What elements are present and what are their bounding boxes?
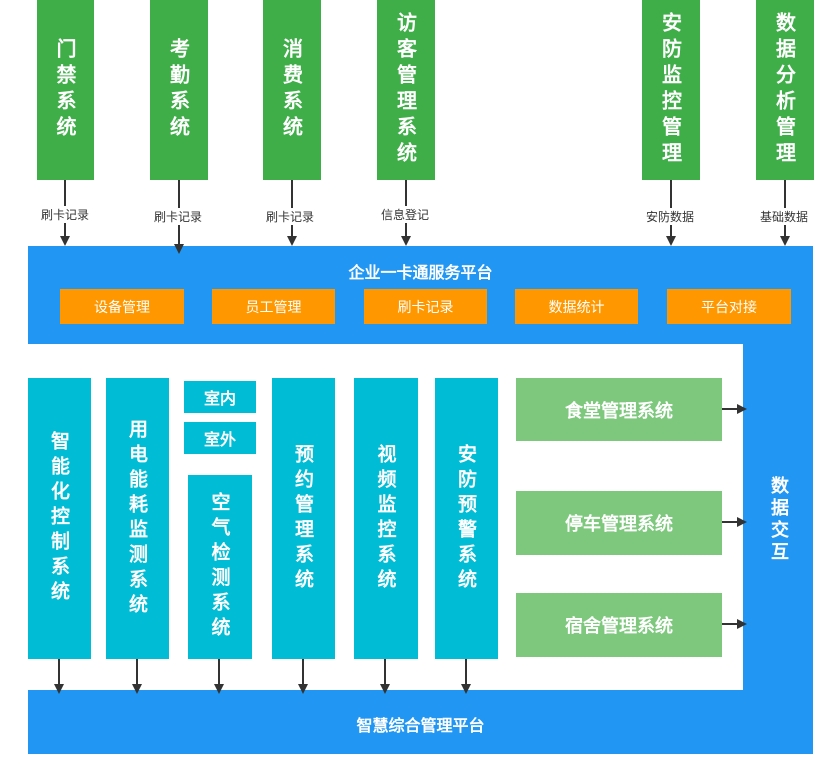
edge-label-door: 刷卡记录 bbox=[40, 206, 91, 223]
booking-management-system-box: 预约管理系统 bbox=[272, 378, 335, 659]
air-quality-system-box: 空气检测系统 bbox=[188, 475, 252, 659]
indoor-box: 室内 bbox=[184, 381, 256, 413]
dormitory-management-box: 宿舍管理系统 bbox=[516, 593, 722, 657]
attendance-system-box: 考勤系统 bbox=[150, 0, 208, 180]
video-surveillance-system-box: 视频监控系统 bbox=[354, 378, 418, 659]
module-staff-management: 员工管理 bbox=[212, 289, 335, 324]
parking-management-box: 停车管理系统 bbox=[516, 491, 722, 555]
data-exchange-label: 数据交互 bbox=[768, 476, 789, 564]
platform-title: 企业一卡通服务平台 bbox=[348, 263, 493, 282]
edge-label-analysis: 基础数据 bbox=[759, 208, 810, 225]
smart-control-system-box: 智能化控制系统 bbox=[28, 378, 91, 659]
energy-monitoring-system-box: 用电能耗监测系统 bbox=[106, 378, 169, 659]
data-analysis-box: 数据分析管理 bbox=[756, 0, 814, 180]
canteen-management-box: 食堂管理系统 bbox=[516, 378, 722, 441]
edge-label-attendance: 刷卡记录 bbox=[153, 208, 204, 225]
integrated-platform-title: 智慧综合管理平台 bbox=[356, 716, 485, 735]
security-alert-system-box: 安防预警系统 bbox=[435, 378, 498, 659]
module-data-statistics: 数据统计 bbox=[515, 289, 638, 324]
data-exchange-column bbox=[743, 246, 813, 754]
visitor-management-box: 访客管理系统 bbox=[377, 0, 435, 180]
outdoor-box: 室外 bbox=[184, 422, 256, 454]
edge-label-visitor: 信息登记 bbox=[380, 206, 431, 223]
door-access-system-box: 门禁系统 bbox=[37, 0, 94, 180]
edge-label-consumption: 刷卡记录 bbox=[265, 208, 316, 225]
edge-label-security: 安防数据 bbox=[645, 208, 696, 225]
integrated-management-platform bbox=[28, 690, 813, 754]
consumption-system-box: 消费系统 bbox=[263, 0, 321, 180]
security-monitoring-box: 安防监控管理 bbox=[642, 0, 700, 180]
module-platform-integration: 平台对接 bbox=[667, 289, 791, 324]
module-card-records: 刷卡记录 bbox=[364, 289, 487, 324]
module-device-management: 设备管理 bbox=[60, 289, 184, 324]
